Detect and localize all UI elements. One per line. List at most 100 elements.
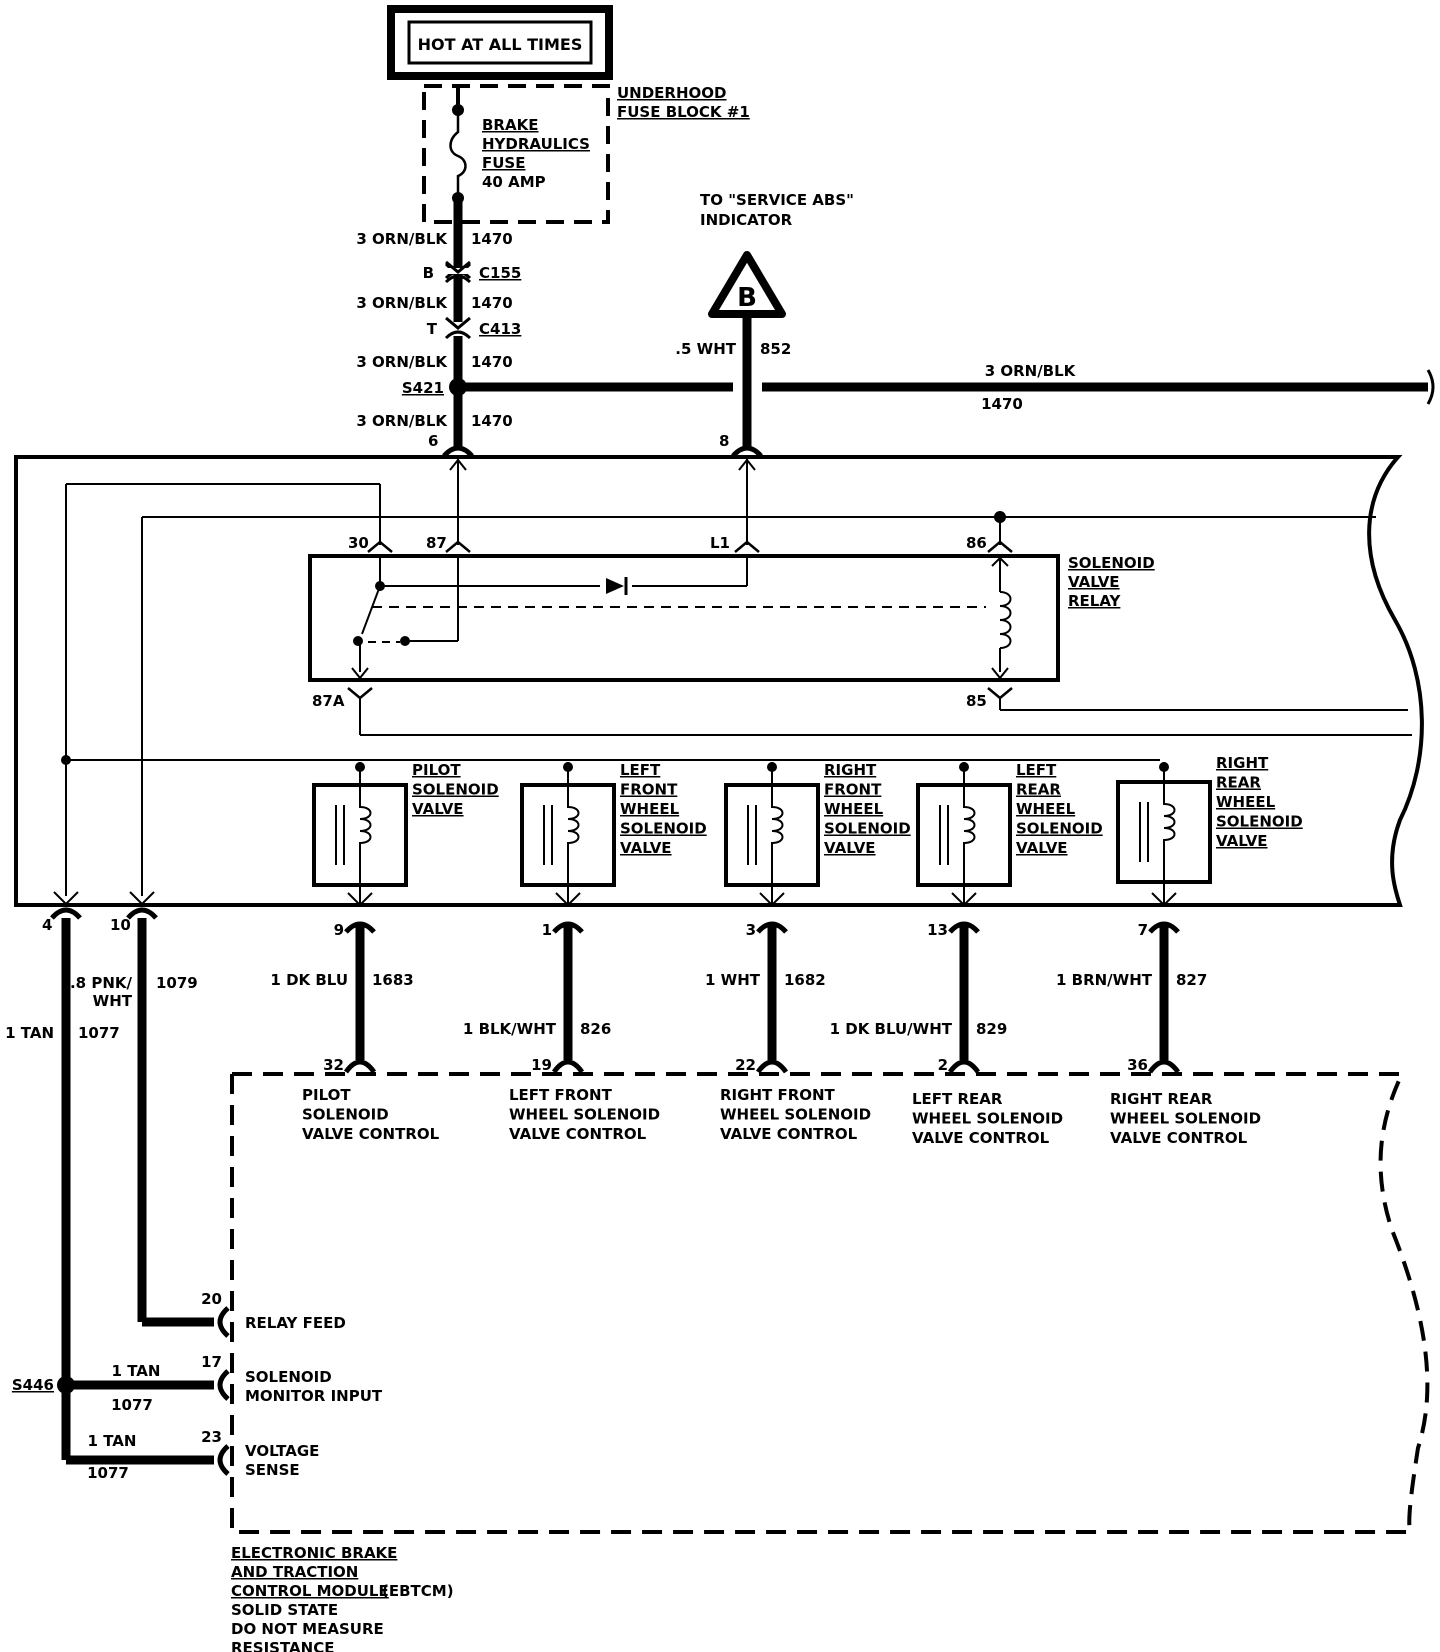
input-pin-17: 17 xyxy=(201,1353,222,1371)
feed-wire-circuit-1: 1470 xyxy=(471,230,513,248)
solenoid-valve-3 xyxy=(724,762,820,1074)
feed-wire-gauge-3: 3 ORN/BLK xyxy=(356,353,448,371)
valve-wire-gauge-3: 1 WHT xyxy=(705,971,761,989)
relay-label-1: SOLENOID xyxy=(1068,554,1155,572)
solenoid-valve-1 xyxy=(312,762,408,1074)
fuse-label-3: FUSE xyxy=(482,154,525,172)
relay-pin-l1: L1 xyxy=(710,534,730,552)
feed-wire-circuit-3: 1470 xyxy=(471,353,513,371)
indicator-symbol-letter: B xyxy=(737,283,757,313)
module-pin-8: 8 xyxy=(719,432,729,450)
c413-label: C413 xyxy=(479,320,521,338)
feed-wire-circuit-2: 1470 xyxy=(471,294,513,312)
wire-1079-gauge-1: .8 PNK/ xyxy=(70,974,133,992)
valve-wire-circuit-2: 826 xyxy=(580,1020,611,1038)
splice-right-gauge: 3 ORN/BLK xyxy=(985,362,1077,380)
valve-control-label-2-3: VALVE CONTROL xyxy=(509,1125,647,1143)
ebtcm-pin-4: 2 xyxy=(938,1056,948,1074)
feed-wire-gauge-2: 3 ORN/BLK xyxy=(356,294,448,312)
input-pin-23: 23 xyxy=(201,1428,222,1446)
solenoid-valve-5 xyxy=(1116,762,1212,1074)
solenoid-valve-4 xyxy=(916,762,1012,1074)
splice-right-circuit: 1470 xyxy=(981,395,1023,413)
valve-wire-pin-5: 7 xyxy=(1138,921,1148,939)
input-relay-feed-label: RELAY FEED xyxy=(245,1314,346,1332)
s446-label: S446 xyxy=(12,1376,54,1394)
solenoid-valve-2 xyxy=(520,762,616,1074)
valve-2-label-5: VALVE xyxy=(620,839,672,857)
valve-control-label-1-2: SOLENOID xyxy=(302,1106,389,1124)
valve-wire-gauge-2: 1 BLK/WHT xyxy=(463,1020,557,1038)
relay-pin-85: 85 xyxy=(966,692,987,710)
relay-label-3: RELAY xyxy=(1068,592,1122,610)
ebtcm-pin-3: 22 xyxy=(735,1056,756,1074)
valve-4-label-3: WHEEL xyxy=(1016,800,1076,818)
feed-wire-gauge-4: 3 ORN/BLK xyxy=(356,412,448,430)
c413-pin: T xyxy=(427,320,438,338)
valve-wire-gauge-5: 1 BRN/WHT xyxy=(1056,971,1153,989)
valve-3-label-3: WHEEL xyxy=(824,800,884,818)
valve-5-label-2: REAR xyxy=(1216,774,1261,792)
valve-control-label-2-1: LEFT FRONT xyxy=(509,1086,613,1104)
s421-label: S421 xyxy=(402,379,444,397)
indicator-triangle-symbol xyxy=(708,251,786,318)
valve-control-label-5-3: VALVE CONTROL xyxy=(1110,1129,1248,1147)
solenoid-valve-relay xyxy=(308,554,1060,682)
feed-wire-gauge-1: 3 ORN/BLK xyxy=(356,230,448,248)
ebtcm-label-3: CONTROL MODULE xyxy=(231,1582,389,1600)
underhood-fuse-block xyxy=(422,84,610,224)
valve-5-label-4: SOLENOID xyxy=(1216,813,1303,831)
valve-control-label-4-1: LEFT REAR xyxy=(912,1090,1003,1108)
input-23-wire-circuit: 1077 xyxy=(87,1464,129,1482)
valve-wire-gauge-4: 1 DK BLU/WHT xyxy=(830,1020,953,1038)
fuse-label-2: HYDRAULICS xyxy=(482,135,590,153)
ebtcm-label-3b: (EBTCM) xyxy=(382,1582,454,1600)
input-voltage-sense-label-2: SENSE xyxy=(245,1461,300,1479)
valve-3-label-2: FRONT xyxy=(824,781,882,799)
valve-2-label-4: SOLENOID xyxy=(620,820,707,838)
solenoid-module-housing xyxy=(14,455,1424,907)
valve-5-label-5: VALVE xyxy=(1216,832,1268,850)
valve-wire-pin-1: 9 xyxy=(334,921,344,939)
relay-label-2: VALVE xyxy=(1068,573,1120,591)
ebtcm-label-1: ELECTRONIC BRAKE xyxy=(231,1544,397,1562)
valve-4-label-4: SOLENOID xyxy=(1016,820,1103,838)
ebtcm-module-boundary xyxy=(230,1072,1430,1534)
valve-5-label-3: WHEEL xyxy=(1216,793,1276,811)
valve-3-label-5: VALVE xyxy=(824,839,876,857)
valve-control-label-4-2: WHEEL SOLENOID xyxy=(912,1110,1063,1128)
indicator-wire-circuit: 852 xyxy=(760,340,791,358)
valve-control-label-3-3: VALVE CONTROL xyxy=(720,1125,858,1143)
fuse-label-1: BRAKE xyxy=(482,116,538,134)
valve-wire-pin-2: 1 xyxy=(542,921,552,939)
fuse-block-label-2: FUSE BLOCK #1 xyxy=(617,103,750,121)
fuse-block-label-1: UNDERHOOD xyxy=(617,84,727,102)
c413-connector xyxy=(445,316,471,330)
valve-control-label-1-3: VALVE CONTROL xyxy=(302,1125,440,1143)
hot-at-all-times-box xyxy=(387,5,613,80)
diode-symbol xyxy=(606,578,624,594)
valve-control-label-3-2: WHEEL SOLENOID xyxy=(720,1106,871,1124)
wire-1077-circuit: 1077 xyxy=(78,1024,120,1042)
valve-4-label-1: LEFT xyxy=(1016,761,1057,779)
valve-2-label-2: FRONT xyxy=(620,781,678,799)
valve-3-label-4: SOLENOID xyxy=(824,820,911,838)
wire-1077-gauge: 1 TAN xyxy=(5,1024,54,1042)
valve-5-label-1: RIGHT xyxy=(1216,754,1269,772)
ebtcm-pin-1: 32 xyxy=(323,1056,344,1074)
relay-pin-30: 30 xyxy=(348,534,369,552)
relay-pin-86: 86 xyxy=(966,534,987,552)
ebtcm-pin-2: 19 xyxy=(531,1056,552,1074)
hot-at-all-times-label: HOT AT ALL TIMES xyxy=(418,35,583,54)
fuse-symbol xyxy=(449,110,467,198)
valve-wire-circuit-4: 829 xyxy=(976,1020,1007,1038)
valve-control-label-3-1: RIGHT FRONT xyxy=(720,1086,836,1104)
valve-wire-circuit-3: 1682 xyxy=(784,971,826,989)
input-solenoid-monitor-label-2: MONITOR INPUT xyxy=(245,1387,383,1405)
wire-1079-circuit: 1079 xyxy=(156,974,198,992)
c155-pin: B xyxy=(423,264,434,282)
fuse-label-4: 40 AMP xyxy=(482,173,546,191)
input-23-wire-gauge: 1 TAN xyxy=(88,1432,137,1450)
valve-1-label-1: PILOT xyxy=(412,761,461,779)
valve-control-label-5-1: RIGHT REAR xyxy=(1110,1090,1213,1108)
